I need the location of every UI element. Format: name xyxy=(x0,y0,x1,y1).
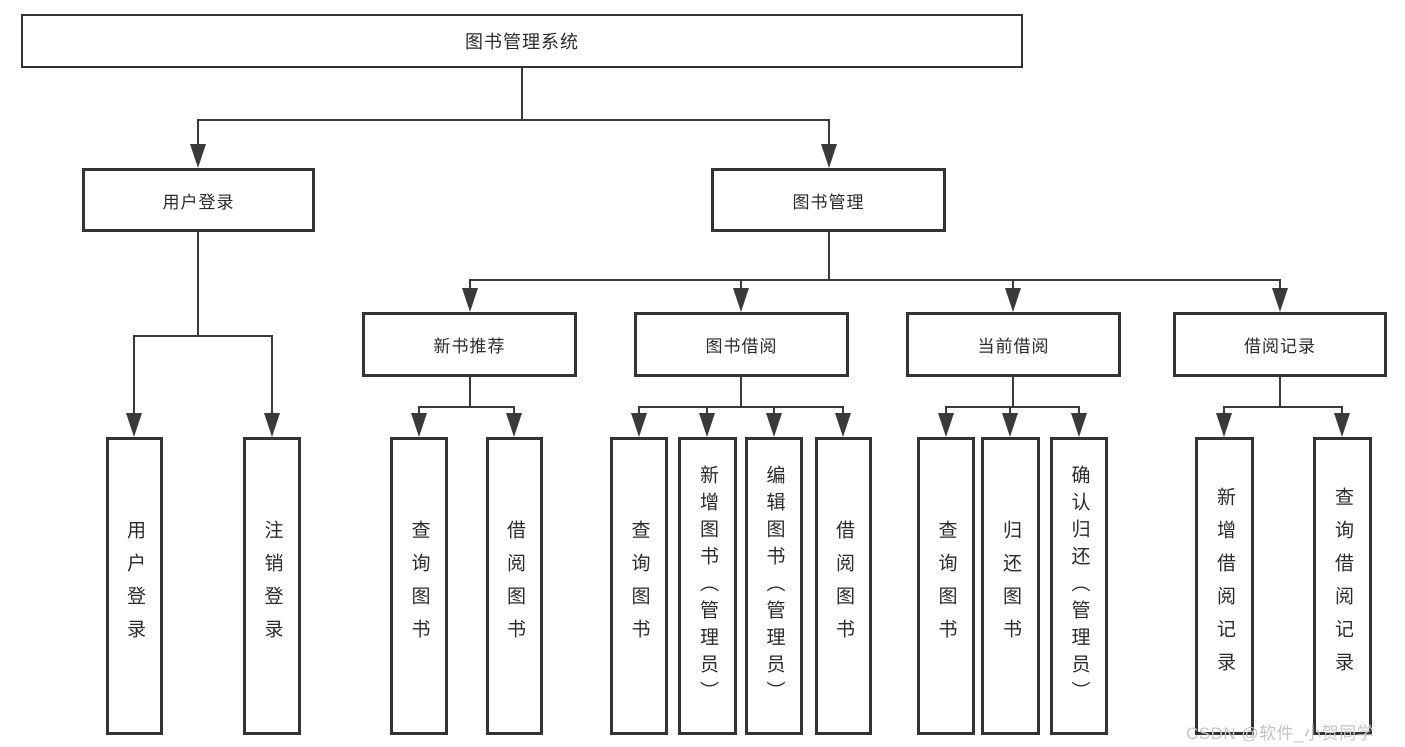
arrow-down-icon xyxy=(264,413,280,437)
arrow-down-icon xyxy=(1216,413,1232,437)
connector-level2-branch xyxy=(197,119,830,121)
connector-book-borrow-trunk xyxy=(740,377,742,408)
leaf-add-borrow-record: 新增借阅记录 xyxy=(1195,437,1254,735)
arrow-down-icon xyxy=(1005,288,1021,312)
connector-drop-book-mgmt xyxy=(828,119,830,146)
arrow-down-icon xyxy=(190,144,206,168)
csdn-watermark: CSDN @软件_小贺同学 xyxy=(1186,724,1375,743)
arrow-down-icon xyxy=(835,413,851,437)
leaf-newrec-borrow-books: 借阅图书 xyxy=(486,437,543,735)
connector-borrow-records-branch xyxy=(1223,406,1343,408)
arrow-down-icon xyxy=(462,288,478,312)
node-user-login: 用户登录 xyxy=(82,168,315,232)
connector-drop-leaf xyxy=(773,406,775,415)
connector-new-book-rec-trunk xyxy=(469,377,471,408)
node-book-management: 图书管理 xyxy=(711,168,946,232)
connector-book-mgmt-trunk xyxy=(828,232,830,281)
arrow-down-icon xyxy=(1002,413,1018,437)
connector-drop-leaf xyxy=(418,406,420,415)
arrow-down-icon xyxy=(1272,288,1288,312)
leaf-user-login: 用户登录 xyxy=(106,437,163,735)
connector-current-borrow-branch xyxy=(945,406,1080,408)
connector-root-trunk xyxy=(521,68,523,121)
arrow-down-icon xyxy=(1071,413,1087,437)
arrow-down-icon xyxy=(766,413,782,437)
connector-drop-leaf xyxy=(1341,406,1343,415)
connector-current-borrow-trunk xyxy=(1012,377,1014,408)
arrow-down-icon xyxy=(631,413,647,437)
node-root-library-system: 图书管理系统 xyxy=(21,14,1023,68)
node-borrowing-records: 借阅记录 xyxy=(1173,312,1387,377)
leaf-borrow-borrow-books: 借阅图书 xyxy=(815,437,872,735)
connector-drop-leaf-logout xyxy=(271,335,273,415)
arrow-down-icon xyxy=(506,413,522,437)
arrow-down-icon xyxy=(411,413,427,437)
connector-drop-book-borrow xyxy=(740,279,742,290)
connector-drop-leaf xyxy=(513,406,515,415)
leaf-current-query-books: 查询图书 xyxy=(917,437,975,735)
arrow-down-icon xyxy=(821,144,837,168)
connector-drop-leaf xyxy=(1223,406,1225,415)
arrow-down-icon xyxy=(938,413,954,437)
connector-drop-leaf xyxy=(1078,406,1080,415)
node-book-borrowing: 图书借阅 xyxy=(634,312,849,377)
arrow-down-icon xyxy=(699,413,715,437)
connector-level3-branch xyxy=(469,279,1281,281)
connector-drop-leaf xyxy=(1009,406,1011,415)
connector-drop-leaf xyxy=(842,406,844,415)
connector-book-borrow-branch xyxy=(638,406,844,408)
connector-drop-leaf-user-login xyxy=(133,335,135,415)
connector-drop-leaf xyxy=(638,406,640,415)
leaf-borrow-query-books: 查询图书 xyxy=(610,437,668,735)
connector-drop-user-login xyxy=(197,119,199,146)
leaf-query-borrow-record: 查询借阅记录 xyxy=(1313,437,1372,735)
arrow-down-icon xyxy=(1334,413,1350,437)
connector-drop-borrow-records xyxy=(1279,279,1281,290)
connector-new-book-rec-branch xyxy=(418,406,515,408)
arrow-down-icon xyxy=(733,288,749,312)
connector-borrow-records-trunk xyxy=(1279,377,1281,408)
connector-drop-leaf xyxy=(706,406,708,415)
connector-drop-leaf xyxy=(945,406,947,415)
leaf-edit-books-admin: 编辑图书（管理员） xyxy=(745,437,803,735)
node-new-book-recommend: 新书推荐 xyxy=(362,312,577,377)
leaf-add-books-admin: 新增图书（管理员） xyxy=(678,437,737,735)
leaf-newrec-query-books: 查询图书 xyxy=(390,437,448,735)
connector-drop-new-book-rec xyxy=(469,279,471,290)
leaf-confirm-return-admin: 确认归还（管理员） xyxy=(1050,437,1108,735)
connector-drop-current-borrow xyxy=(1012,279,1014,290)
leaf-logout: 注销登录 xyxy=(243,437,301,735)
leaf-return-books: 归还图书 xyxy=(981,437,1040,735)
connector-user-login-branch xyxy=(133,335,273,337)
node-current-borrowing: 当前借阅 xyxy=(906,312,1121,377)
arrow-down-icon xyxy=(126,413,142,437)
connector-user-login-trunk xyxy=(197,232,199,336)
